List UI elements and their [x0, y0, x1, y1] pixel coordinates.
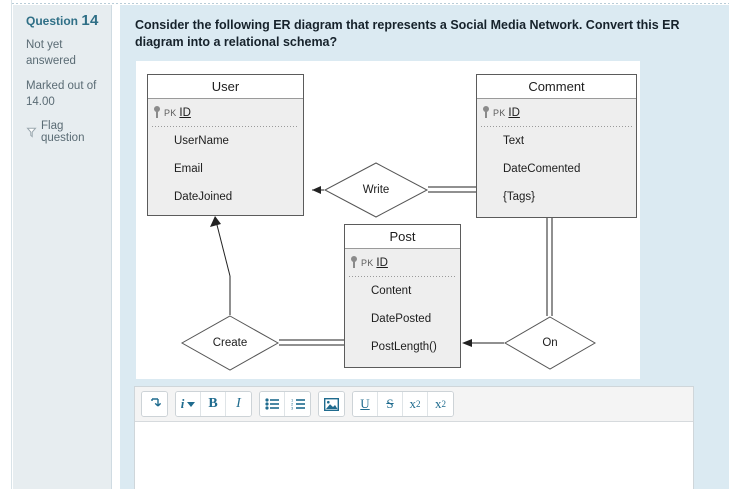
- page-top-divider: [12, 3, 729, 4]
- relationship-write-label: Write: [362, 184, 390, 196]
- numbered-list-button[interactable]: 1 2 3: [285, 392, 310, 416]
- er-diagram: Post (single line w/ arrow into Post rig…: [136, 61, 640, 379]
- entity-post-pk-label: PK: [361, 257, 374, 268]
- entity-comment-attribute: {Tags}: [503, 191, 535, 203]
- entity-comment: Comment PK ID Text DateComented {Tags}: [476, 74, 637, 218]
- arrow-turn-down-icon: [150, 397, 161, 407]
- question-state: Not yet answered: [26, 39, 76, 67]
- toolbar-group-lists: 1 2 3: [259, 391, 311, 417]
- relationship-on-label: On: [542, 337, 558, 349]
- superscript-base: x: [435, 396, 442, 411]
- flag-question-label: Flag question: [41, 120, 85, 144]
- relationship-write: Write: [323, 162, 429, 218]
- font-style-button[interactable]: i: [176, 392, 201, 416]
- insert-image-button[interactable]: [319, 392, 344, 416]
- toolbar-group-format: i B I: [175, 391, 252, 417]
- entity-comment-attribute: DateComented: [503, 163, 581, 175]
- entity-user-pk-label: PK: [164, 107, 177, 118]
- er-connector-lines: Post (single line w/ arrow into Post rig…: [210, 186, 553, 347]
- entity-post-pk-name: ID: [376, 256, 388, 269]
- key-icon: [483, 106, 489, 118]
- entity-user-separator: [152, 126, 299, 127]
- answer-editor: i B I 1 2: [134, 386, 694, 490]
- question-info-panel: Question 14 Not yet answered Marked out …: [13, 5, 112, 489]
- question-label: Question: [26, 14, 79, 28]
- entity-user-pk-row: PK ID: [148, 99, 303, 126]
- entity-comment-title: Comment: [477, 75, 636, 99]
- question-heading: Question 14: [26, 12, 102, 29]
- strikethrough-button[interactable]: S: [378, 392, 403, 416]
- entity-comment-pk-label: PK: [493, 107, 506, 118]
- entity-post-attribute: Content: [371, 285, 412, 297]
- flag-icon: [26, 127, 37, 138]
- underline-button[interactable]: U: [353, 392, 378, 416]
- entity-user-attribute: DateJoined: [174, 191, 233, 203]
- chevron-down-icon: [187, 401, 196, 407]
- font-style-label: i: [180, 396, 185, 411]
- bullet-list-icon: [265, 398, 279, 410]
- entity-post-separator: [349, 276, 456, 277]
- entity-comment-pk-name: ID: [508, 106, 520, 119]
- expand-toolbar-button[interactable]: [142, 392, 167, 416]
- entity-post: Post PK ID Content DatePosted PostLength…: [344, 224, 461, 368]
- toolbar-group-expand: [141, 391, 168, 417]
- subscript-index: 2: [416, 399, 421, 409]
- flag-question-button[interactable]: Flag question: [26, 120, 102, 144]
- entity-user-attribute: Email: [174, 163, 203, 175]
- entity-post-attribute: PostLength(): [371, 341, 437, 353]
- editor-toolbar: i B I 1 2: [135, 387, 693, 422]
- svg-text:2: 2: [291, 402, 294, 407]
- bold-button[interactable]: B: [201, 392, 226, 416]
- entity-post-attribute: DatePosted: [371, 313, 432, 325]
- question-marks: Marked out of 14.00: [26, 80, 97, 108]
- entity-comment-attribute: Text: [503, 135, 525, 147]
- subscript-base: x: [409, 396, 417, 411]
- svg-text:3: 3: [291, 406, 294, 410]
- toolbar-group-insert: [318, 391, 345, 417]
- relationship-on: On: [504, 316, 596, 370]
- question-text: Consider the following ER diagram that r…: [135, 18, 680, 49]
- image-icon: [324, 397, 339, 411]
- entity-user: User PK ID UserName Email DateJoined: [147, 74, 304, 216]
- superscript-index: 2: [441, 399, 447, 409]
- entity-post-title: Post: [345, 225, 460, 249]
- entity-user-pk-name: ID: [179, 106, 191, 119]
- entity-comment-separator: [481, 126, 632, 127]
- key-icon: [351, 256, 357, 268]
- entity-post-pk-row: PK ID: [345, 249, 460, 276]
- numbered-list-icon: 1 2 3: [291, 398, 305, 410]
- bullet-list-button[interactable]: [260, 392, 285, 416]
- entity-user-title: User: [148, 75, 303, 99]
- answer-input-area[interactable]: [135, 422, 693, 490]
- relationship-create-label: Create: [212, 337, 248, 349]
- page-left-divider: [11, 0, 12, 489]
- question-number: 14: [81, 12, 99, 29]
- relationship-create: Create: [180, 315, 280, 371]
- entity-user-attribute: UserName: [174, 135, 229, 147]
- italic-button[interactable]: I: [226, 392, 251, 416]
- key-icon: [154, 106, 160, 118]
- svg-text:1: 1: [291, 398, 294, 403]
- entity-comment-pk-row: PK ID: [477, 99, 636, 126]
